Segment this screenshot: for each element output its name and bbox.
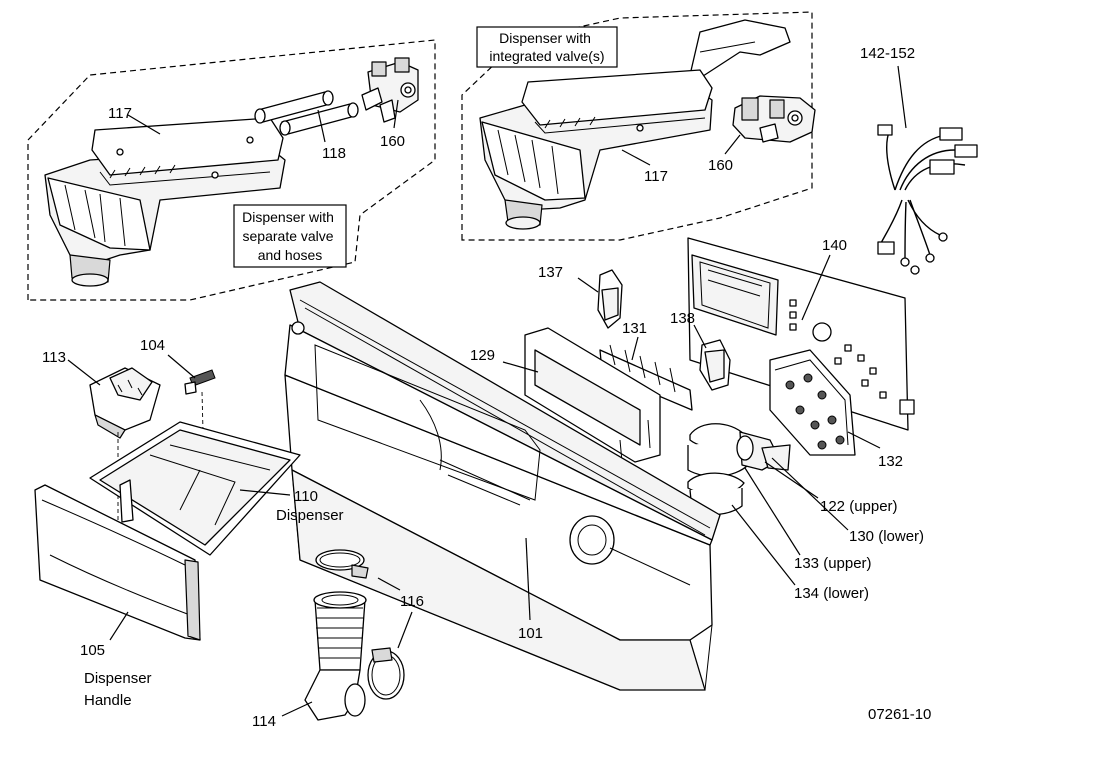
clip-104 (184, 369, 216, 395)
clamp-116-lower (367, 647, 405, 700)
label-113: 113 (42, 349, 66, 366)
label-110: 110 (294, 488, 318, 505)
group-separate-valve: 117 118 160 Dispenser with separate valv… (27, 39, 436, 301)
label-117-left: 117 (108, 105, 132, 122)
dispenser-handle-105 (34, 484, 201, 641)
label-117-right: 117 (644, 168, 668, 185)
label-114: 114 (252, 713, 276, 730)
label-130-lower: 130 (lower) (849, 528, 924, 545)
note-box-separate-valve (233, 204, 347, 268)
wire-harness-142-152 (877, 124, 978, 275)
label-110-desc: Dispenser (276, 507, 344, 524)
label-142-152: 142-152 (860, 45, 915, 62)
group-outline-integrated-valve (461, 11, 813, 241)
drain-hose-114 (304, 591, 367, 721)
note-separate-valve: Dispenser with separate valve and hoses (242, 209, 338, 263)
label-137: 137 (538, 264, 563, 281)
water-valve-160-left (361, 57, 419, 123)
label-105: 105 (80, 642, 105, 659)
note-integrated-valve: Dispenser with integrated valve(s) (489, 30, 604, 64)
bracket-138 (699, 339, 731, 391)
label-105-desc: Dispenser Handle (84, 670, 156, 709)
label-122-upper: 122 (upper) (820, 498, 898, 515)
hoses-118 (254, 90, 359, 136)
label-132: 132 (878, 453, 903, 470)
control-board-140 (687, 237, 915, 431)
detergent-cup-113 (89, 367, 161, 439)
figure-id: 07261-10 (868, 706, 931, 723)
dispenser-housing-117-left (44, 117, 286, 287)
label-134-lower: 134 (lower) (794, 585, 869, 602)
label-138: 138 (670, 310, 695, 327)
label-104: 104 (140, 337, 165, 354)
label-160-right: 160 (708, 157, 733, 174)
label-160-left: 160 (380, 133, 405, 150)
label-118: 118 (322, 145, 346, 162)
label-101: 101 (518, 625, 543, 642)
label-129: 129 (470, 347, 495, 364)
label-133-upper: 133 (upper) (794, 555, 872, 572)
bracket-137 (597, 269, 623, 329)
label-116: 116 (400, 593, 424, 610)
water-valve-160-right (732, 95, 816, 143)
dispenser-drawer-110 (89, 421, 301, 556)
display-housing-129 (524, 327, 661, 463)
note-box-integrated-valve (476, 26, 618, 68)
console-panel-101 (284, 281, 721, 691)
board-bracket-132 (769, 349, 856, 456)
label-131: 131 (622, 320, 647, 337)
group-integrated-valve: 117 160 Dispenser with integrated valve(… (461, 11, 816, 241)
clamp-116-upper (315, 549, 369, 579)
dispenser-housing-117-right (479, 19, 791, 230)
label-140: 140 (822, 237, 847, 254)
knob-parts (687, 423, 791, 516)
